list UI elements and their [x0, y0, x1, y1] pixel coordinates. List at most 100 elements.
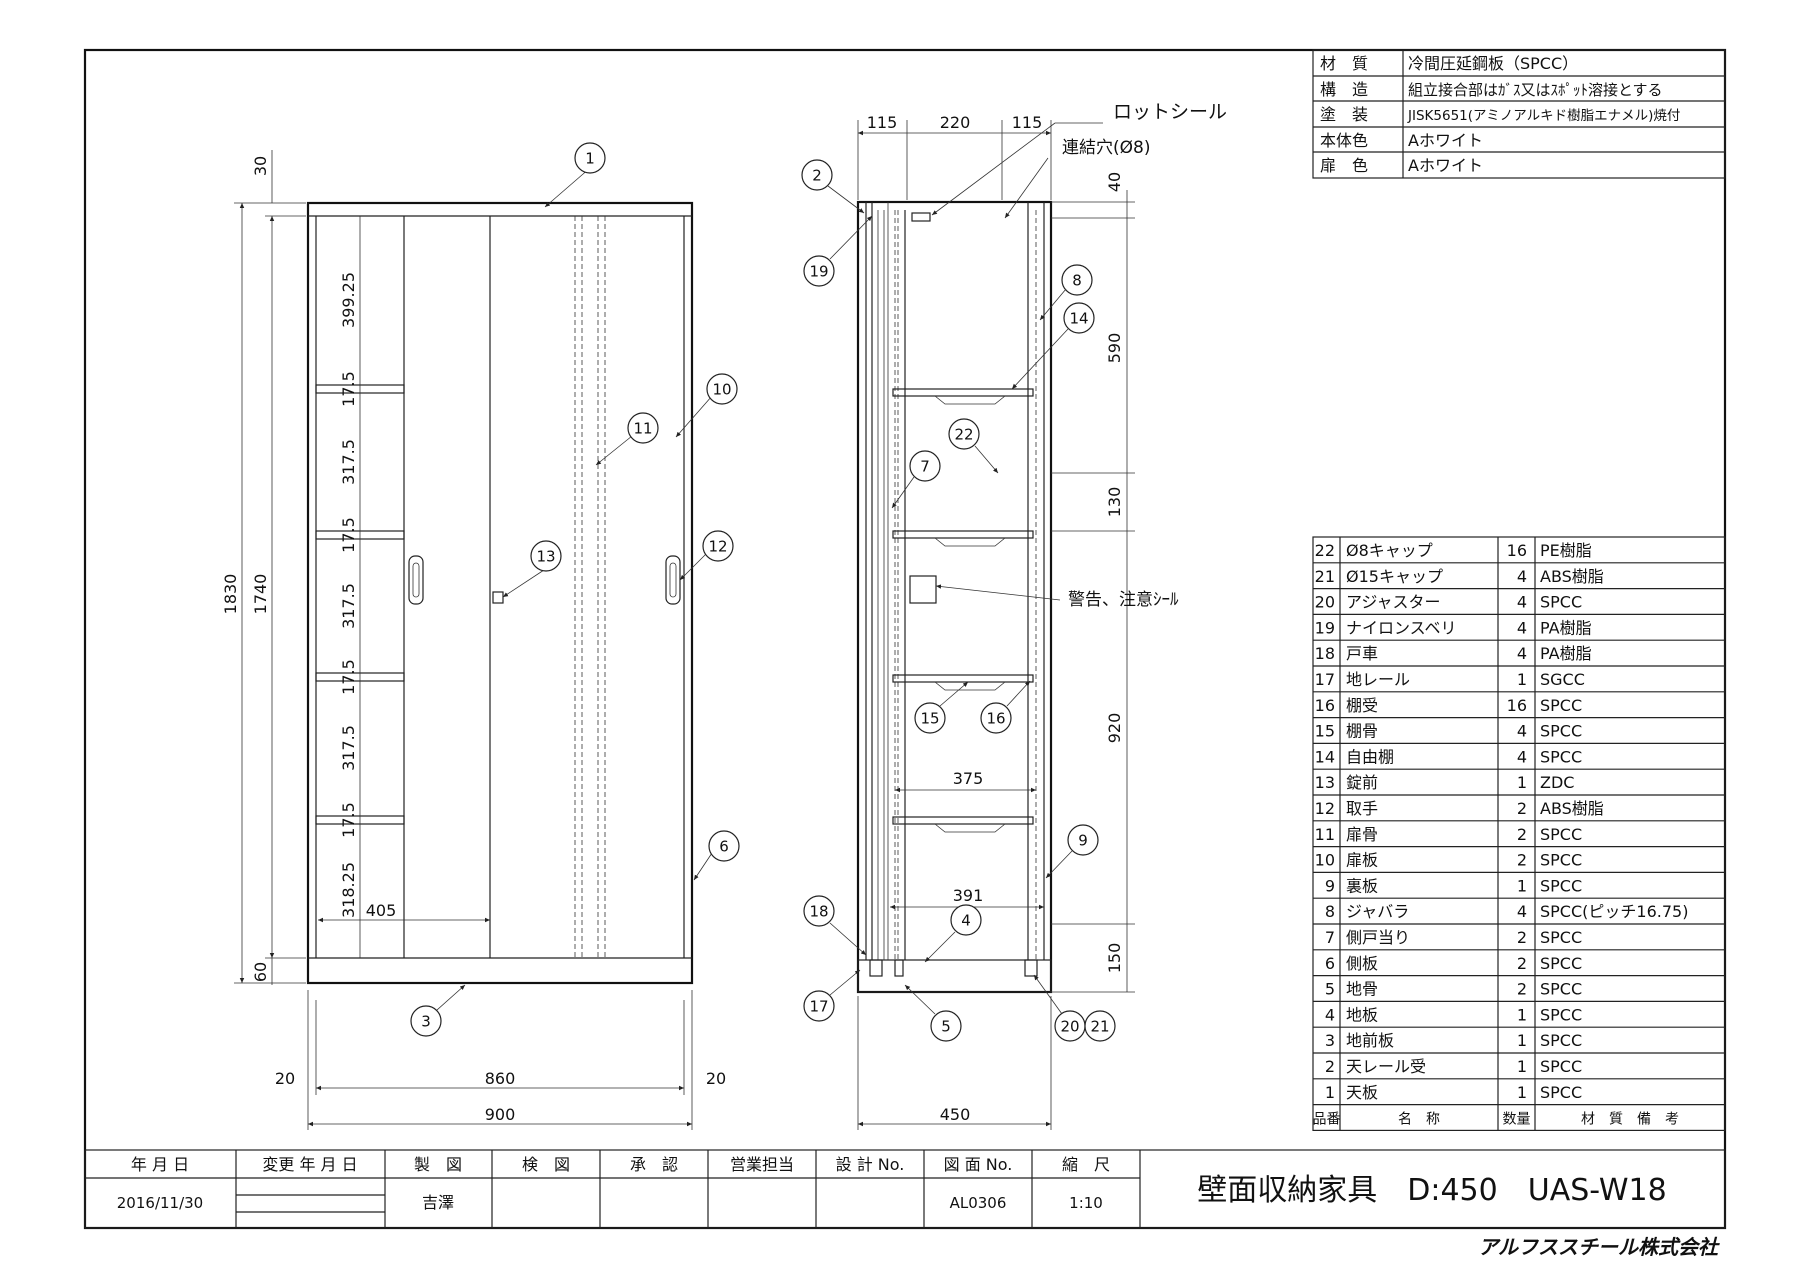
callout-11: 11 — [627, 412, 659, 444]
svg-text:17.5: 17.5 — [339, 802, 358, 838]
part-name: 地前板 — [1346, 1031, 1394, 1050]
dim-front-60: 60 — [251, 962, 270, 982]
callout-8: 8 — [1061, 264, 1093, 296]
svg-text:12: 12 — [708, 538, 727, 556]
part-no: 21 — [1315, 567, 1335, 586]
spec-label-4: 扉 色 — [1320, 156, 1368, 175]
svg-text:17.5: 17.5 — [339, 517, 358, 553]
part-material: SPCC — [1540, 1057, 1582, 1076]
callout-22: 22 — [948, 418, 980, 450]
callout-6: 6 — [708, 830, 740, 862]
svg-text:8: 8 — [1072, 272, 1082, 290]
dim-front-900: 900 — [485, 1105, 516, 1124]
note-lot-seal: ロットシール — [1113, 101, 1227, 123]
dim-side-115-left: 115 — [867, 113, 898, 132]
part-no: 8 — [1325, 902, 1335, 921]
part-qty: 16 — [1507, 696, 1527, 715]
dim-side-391: 391 — [953, 886, 984, 905]
part-no: 7 — [1325, 928, 1335, 947]
dim-side-220: 220 — [940, 113, 971, 132]
side-outline — [856, 200, 1053, 994]
part-no: 9 — [1325, 876, 1335, 895]
callout-14: 14 — [1063, 302, 1095, 334]
part-name: 裏板 — [1346, 876, 1378, 895]
dim-front-405: 405 — [366, 901, 397, 920]
part-no: 1 — [1325, 1083, 1335, 1102]
front-view: 30 1830 1740 60 399.25 17.5 317.5 17.5 3… — [221, 142, 740, 1130]
part-material: SPCC — [1540, 722, 1582, 741]
part-material: SGCC — [1540, 670, 1585, 689]
part-qty: 4 — [1517, 618, 1527, 637]
svg-text:11: 11 — [633, 420, 652, 438]
part-material: ABS樹脂 — [1540, 799, 1604, 818]
callout-21: 21 — [1084, 1010, 1116, 1042]
dim-front-30: 30 — [251, 156, 270, 176]
part-no: 17 — [1315, 670, 1335, 689]
callout-4: 4 — [950, 904, 982, 936]
part-material: SPCC — [1540, 825, 1582, 844]
part-qty: 1 — [1517, 1057, 1527, 1076]
tb-scale-value: 1:10 — [1069, 1194, 1103, 1212]
svg-text:4: 4 — [961, 912, 971, 930]
part-material: SPCC — [1540, 980, 1582, 999]
shelf-dims: 399.25 17.5 317.5 17.5 317.5 17.5 317.5 … — [339, 272, 358, 918]
spec-value-1: 組立接合部はｶﾞｽ又はｽﾎﾟｯﾄ溶接とする — [1408, 81, 1663, 99]
dim-front-1830: 1830 — [221, 574, 240, 615]
part-qty: 2 — [1517, 799, 1527, 818]
part-name: 自由棚 — [1346, 747, 1394, 766]
parts-header-material: 材 質 備 考 — [1581, 1112, 1679, 1128]
part-qty: 1 — [1517, 1083, 1527, 1102]
part-qty: 4 — [1517, 644, 1527, 663]
spec-value-4: Aホワイト — [1408, 156, 1483, 175]
dim-side-115-right: 115 — [1012, 113, 1043, 132]
spec-value-3: Aホワイト — [1408, 131, 1483, 150]
svg-text:10: 10 — [712, 381, 731, 399]
svg-text:13: 13 — [536, 548, 555, 566]
part-qty: 1 — [1517, 1005, 1527, 1024]
part-qty: 4 — [1517, 722, 1527, 741]
part-material: SPCC — [1540, 1031, 1582, 1050]
part-qty: 2 — [1517, 980, 1527, 999]
svg-text:318.25: 318.25 — [339, 862, 358, 918]
side-shelves — [892, 388, 1034, 833]
part-material: SPCC — [1540, 1005, 1582, 1024]
svg-text:7: 7 — [920, 458, 930, 476]
callout-5: 5 — [930, 1010, 962, 1042]
part-qty: 1 — [1517, 773, 1527, 792]
company-logo: アルフススチール株式会社 — [1478, 1235, 1720, 1259]
part-material: SPCC — [1540, 851, 1582, 870]
part-no: 18 — [1315, 644, 1335, 663]
part-name: 側戸当り — [1346, 928, 1410, 947]
dim-front-20-right: 20 — [706, 1069, 726, 1088]
part-no: 10 — [1315, 851, 1335, 870]
part-name: 錠前 — [1346, 773, 1378, 792]
svg-text:14: 14 — [1069, 310, 1088, 328]
part-name: 側板 — [1346, 954, 1378, 973]
part-material: SPCC — [1540, 928, 1582, 947]
lock — [492, 591, 504, 604]
part-no: 15 — [1315, 722, 1335, 741]
part-name: 取手 — [1346, 799, 1378, 818]
part-no: 22 — [1315, 541, 1335, 560]
part-qty: 4 — [1517, 747, 1527, 766]
dim-front-860: 860 — [485, 1069, 516, 1088]
callout-9: 9 — [1067, 824, 1099, 856]
tb-drawn-label: 製 図 — [414, 1155, 462, 1174]
warning-label — [909, 575, 937, 604]
svg-text:17.5: 17.5 — [339, 371, 358, 407]
parts-header-qty: 数量 — [1503, 1112, 1531, 1128]
svg-text:15: 15 — [920, 710, 939, 728]
part-material: SPCC — [1540, 954, 1582, 973]
part-material: PA樹脂 — [1540, 618, 1592, 637]
part-name: 戸車 — [1346, 644, 1378, 663]
part-no: 16 — [1315, 696, 1335, 715]
spec-table: 材 質 冷間圧延鋼板（SPCC） 構 造 組立接合部はｶﾞｽ又はｽﾎﾟｯﾄ溶接と… — [1312, 49, 1726, 179]
svg-text:2: 2 — [812, 167, 822, 185]
tb-product-title: 壁面収納家具 D:450 UAS-W18 — [1197, 1173, 1666, 1208]
part-qty: 4 — [1517, 593, 1527, 612]
svg-text:16: 16 — [986, 710, 1005, 728]
svg-text:17.5: 17.5 — [339, 659, 358, 695]
spec-label-3: 本体色 — [1320, 131, 1368, 150]
tb-approve-label: 承 認 — [630, 1155, 678, 1174]
part-qty: 1 — [1517, 876, 1527, 895]
